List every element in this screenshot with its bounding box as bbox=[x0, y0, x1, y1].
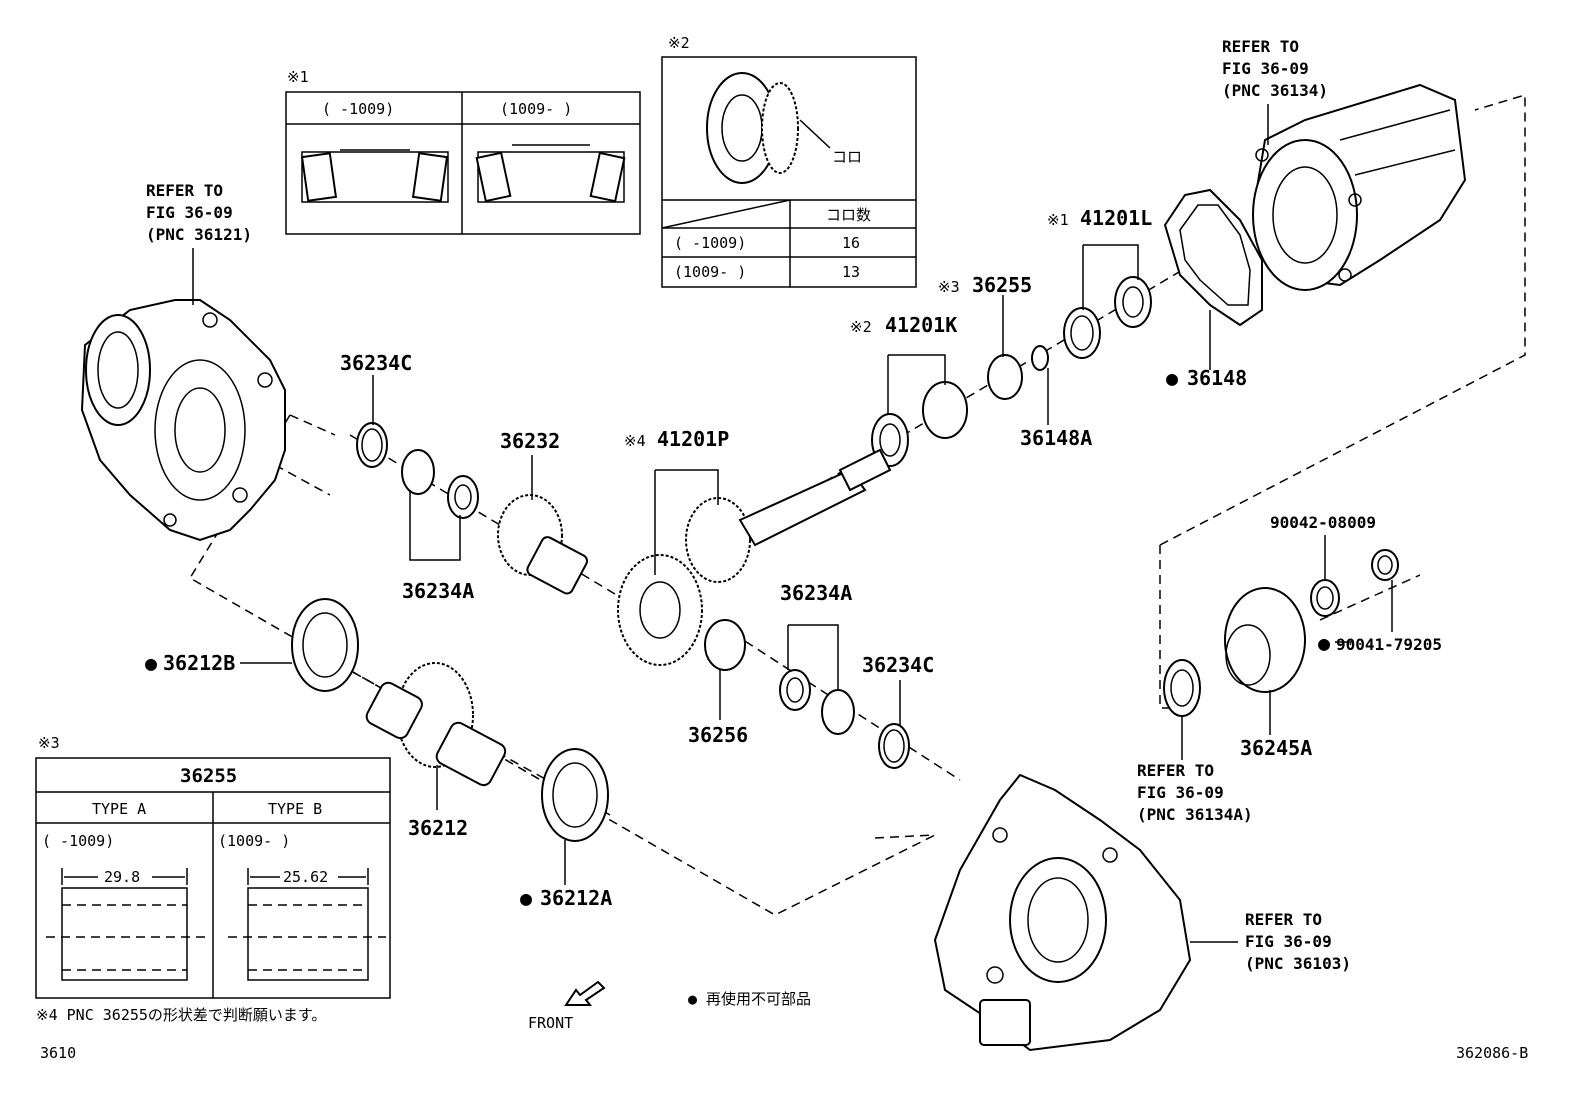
note-4-text: ※4 PNC 36255の形状差で判断願います。 bbox=[36, 1006, 326, 1024]
dimension-b-value: 25.62 bbox=[283, 868, 328, 886]
dimension-b: 25.62 bbox=[228, 868, 386, 981]
svg-text:REFER TO: REFER TO bbox=[1245, 910, 1322, 929]
label-36212: 36212 bbox=[408, 816, 468, 840]
note-box-3-title: 36255 bbox=[180, 765, 237, 787]
note-box-1: ※1 ( -1009) (1009- ) bbox=[285, 68, 641, 235]
svg-text:FIG 36-09: FIG 36-09 bbox=[146, 203, 233, 222]
label-36234C-top: 36234C bbox=[340, 351, 412, 375]
note-box-2-mark: ※2 bbox=[668, 34, 690, 52]
gasket-36148 bbox=[1163, 188, 1263, 327]
label-36234A-left: 36234A bbox=[402, 579, 474, 603]
label-36234C-bottom: 36234C bbox=[862, 653, 934, 677]
mark-41201L: ※1 bbox=[1047, 211, 1069, 229]
note-box-3-mark: ※3 bbox=[38, 734, 60, 752]
note-box-2-row2-count: 13 bbox=[842, 263, 860, 281]
note-box-2: ※2 コロ コロ数 ( -1009) 16 (1009- ) 13 bbox=[661, 34, 917, 288]
label-41201L: 41201L bbox=[1080, 206, 1152, 230]
reference-bottom-right: REFER TO FIG 36-09 (PNC 36103) bbox=[1245, 910, 1351, 973]
svg-text:FIG 36-09: FIG 36-09 bbox=[1222, 59, 1309, 78]
label-90042-08009: 90042-08009 bbox=[1270, 513, 1376, 532]
non-reusable-mark-36148: ● bbox=[1166, 366, 1178, 390]
bearing-cone-icon bbox=[706, 72, 831, 184]
label-36234A-right: 36234A bbox=[780, 581, 852, 605]
label-36232: 36232 bbox=[500, 429, 560, 453]
legend-non-reusable: ● 再使用不可部品 bbox=[688, 990, 811, 1008]
label-36148: 36148 bbox=[1187, 366, 1247, 390]
label-41201P: 41201P bbox=[657, 427, 729, 451]
svg-text:(PNC 36103): (PNC 36103) bbox=[1245, 954, 1351, 973]
note-box-3-range-a: ( -1009) bbox=[42, 832, 114, 850]
dimension-a: 29.8 bbox=[46, 868, 205, 981]
label-36212A: 36212A bbox=[540, 886, 612, 910]
svg-text:FIG 36-09: FIG 36-09 bbox=[1137, 783, 1224, 802]
svg-text:FIG 36-09: FIG 36-09 bbox=[1245, 932, 1332, 951]
svg-text:(PNC 36121): (PNC 36121) bbox=[146, 225, 252, 244]
note-box-2-row1-range: ( -1009) bbox=[674, 234, 746, 252]
label-36245A: 36245A bbox=[1240, 736, 1312, 760]
parts-rings bbox=[291, 276, 1399, 842]
note-box-2-callout: コロ bbox=[832, 148, 862, 166]
footer: ※4 PNC 36255の形状差で判断願います。 FRONT ● 再使用不可部品… bbox=[36, 980, 1528, 1062]
note-box-1-col1: ( -1009) bbox=[322, 100, 394, 118]
label-90041-79205: 90041-79205 bbox=[1336, 635, 1442, 654]
transfer-case-front-housing bbox=[80, 299, 286, 542]
svg-text:(PNC 36134): (PNC 36134) bbox=[1222, 81, 1328, 100]
svg-text:REFER TO: REFER TO bbox=[146, 181, 223, 200]
transfer-case-rear-housing bbox=[933, 773, 1192, 1052]
note-box-2-row1-count: 16 bbox=[842, 234, 860, 252]
non-reusable-mark-36212A: ● bbox=[520, 886, 532, 910]
label-36256: 36256 bbox=[688, 723, 748, 747]
mark-41201K: ※2 bbox=[850, 318, 872, 336]
figure-code: 362086-B bbox=[1456, 1044, 1528, 1062]
svg-text:REFER TO: REFER TO bbox=[1137, 761, 1214, 780]
label-36255: 36255 bbox=[972, 273, 1032, 297]
note-box-2-row2-range: (1009- ) bbox=[674, 263, 746, 281]
mark-41201P: ※4 bbox=[624, 432, 646, 450]
note-box-1-col2: (1009- ) bbox=[500, 100, 572, 118]
mark-36255: ※3 bbox=[938, 278, 960, 296]
front-arrow-icon bbox=[564, 980, 606, 1006]
part-labels: 36234C 36234A 36232 ※4 41201P ※2 41201K … bbox=[145, 206, 1442, 910]
gears-shafts bbox=[365, 448, 1306, 787]
label-36148A: 36148A bbox=[1020, 426, 1092, 450]
label-41201K: 41201K bbox=[885, 313, 957, 337]
note-box-2-header: コロ数 bbox=[826, 206, 871, 224]
note-box-3: ※3 36255 TYPE A TYPE B ( -1009) (1009- )… bbox=[35, 734, 391, 999]
label-36212B: 36212B bbox=[163, 651, 235, 675]
extension-housing bbox=[1252, 83, 1467, 291]
note-box-1-mark: ※1 bbox=[287, 68, 309, 86]
page-code: 3610 bbox=[40, 1044, 76, 1062]
reference-top-right: REFER TO FIG 36-09 (PNC 36134) bbox=[1222, 37, 1328, 100]
front-label: FRONT bbox=[528, 1014, 573, 1032]
reference-mid-right: REFER TO FIG 36-09 (PNC 36134A) bbox=[1137, 761, 1253, 824]
svg-text:REFER TO: REFER TO bbox=[1222, 37, 1299, 56]
svg-text:(PNC 36134A): (PNC 36134A) bbox=[1137, 805, 1253, 824]
note-box-3-type-a: TYPE A bbox=[92, 800, 146, 818]
reference-left: REFER TO FIG 36-09 (PNC 36121) bbox=[146, 181, 252, 244]
note-box-3-type-b: TYPE B bbox=[268, 800, 322, 818]
non-reusable-mark-36212B: ● bbox=[145, 651, 157, 675]
bearing-type-b-icon bbox=[475, 144, 626, 203]
bearing-type-a-icon bbox=[300, 149, 449, 203]
dimension-a-value: 29.8 bbox=[104, 868, 140, 886]
note-box-3-range-b: (1009- ) bbox=[218, 832, 290, 850]
leader-lines bbox=[192, 104, 1393, 943]
non-reusable-mark-90041: ● bbox=[1318, 631, 1330, 655]
